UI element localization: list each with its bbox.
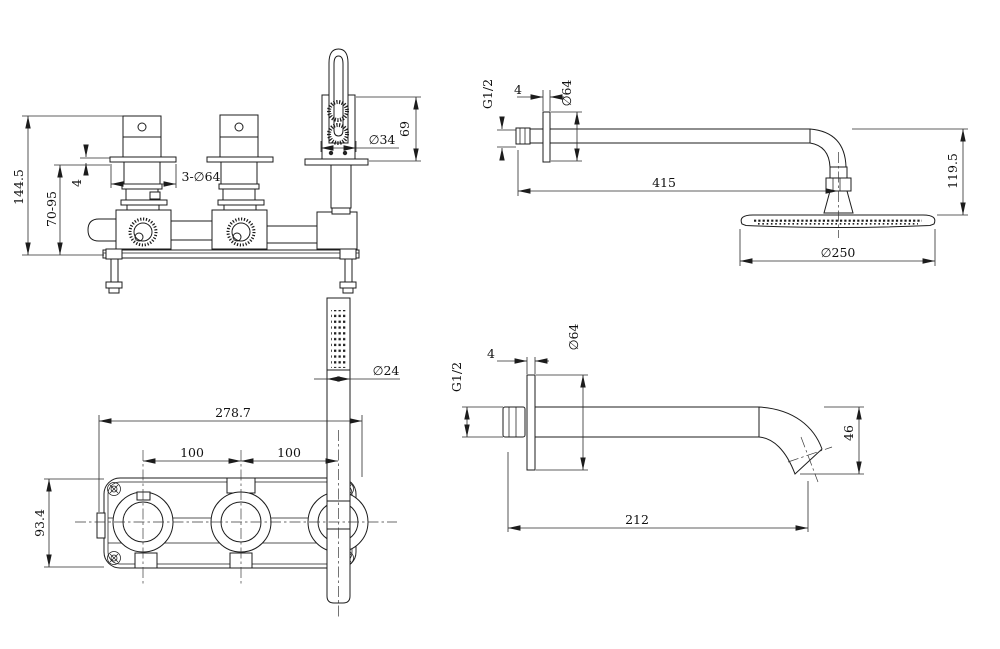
- valve-handle-2: [206, 114, 274, 211]
- dim-holder-width: ∅34: [369, 132, 396, 147]
- shower-hose: [330, 164, 352, 209]
- mixer-front-view: 144.5 70-95 4 3-∅64 ∅34 69: [11, 48, 421, 294]
- dim-spout-length: 212: [625, 512, 649, 527]
- dim-valve-spacing-left: 100: [180, 445, 204, 460]
- arm-pipe: [529, 128, 811, 144]
- dim-head-diameter: ∅250: [821, 245, 856, 260]
- screw: [107, 551, 121, 565]
- hose-nut: [331, 207, 351, 215]
- spout-wall-flange: [526, 374, 536, 471]
- wall-spout-view: 4 G1/2 ∅64 212 46: [449, 324, 864, 532]
- handle-2-dot: [234, 122, 244, 132]
- dim-holder-height: 69: [397, 121, 412, 137]
- shower-arm-view: G1/2 4 ∅64 415 119.5 ∅250: [480, 79, 968, 266]
- hose-elbow-block: [316, 211, 358, 250]
- dim-escutcheons: 3-∅64: [182, 169, 221, 184]
- dim-valve-spacing-right: 100: [277, 445, 301, 460]
- spout-curve: [758, 406, 823, 475]
- dim-arm-flange-thickness: 4: [514, 82, 522, 97]
- mounting-leg-left: [105, 248, 123, 294]
- dim-spout-drop: 46: [841, 425, 856, 441]
- dim-body-depth: 93.4: [32, 509, 47, 537]
- screw: [107, 482, 121, 496]
- dim-spout-thread: G1/2: [449, 362, 464, 392]
- holder-roller-bottom: [327, 123, 349, 145]
- valve-cartridge-1: [128, 217, 158, 247]
- escutcheon-1: [109, 156, 177, 163]
- mixer-plan-dimensions: 278.7 100 100 93.4 ∅24: [32, 363, 400, 617]
- escutcheon-3: [304, 158, 369, 166]
- mixer-body: [87, 209, 358, 250]
- valve-handle-1: [109, 115, 177, 211]
- dim-arm-thread: G1/2: [480, 79, 495, 109]
- dim-head-drop: 119.5: [945, 153, 960, 189]
- hand-shower-holder: [304, 48, 369, 215]
- mounting-leg-right: [339, 248, 357, 294]
- shower-arm-dimensions: G1/2 4 ∅64 415 119.5 ∅250: [480, 79, 968, 266]
- dim-spout-flange-diameter: ∅64: [566, 324, 581, 351]
- mounting-plate: [102, 248, 360, 294]
- plan-left-port: [96, 512, 106, 539]
- dim-overall-width: 278.7: [215, 405, 251, 420]
- wand-spray-face: [331, 310, 347, 368]
- holder-roller-top: [327, 100, 349, 122]
- dim-flange-thickness: 4: [69, 179, 84, 187]
- dim-wall-depth-range: 70-95: [44, 191, 59, 227]
- dim-spout-flange-thickness: 4: [487, 346, 495, 361]
- body-left-cap: [87, 218, 117, 242]
- holder-screw-right: [342, 150, 348, 156]
- handle-1-dot: [137, 122, 147, 132]
- dim-arm-length: 415: [652, 175, 676, 190]
- spout-thread-nut: [502, 406, 526, 438]
- holder-screw-left: [328, 150, 334, 156]
- valve-cartridge-2: [226, 217, 256, 247]
- arm-thread-nut: [515, 127, 531, 145]
- dim-overall-height: 144.5: [11, 169, 26, 205]
- dim-arm-flange-diameter: ∅64: [559, 80, 574, 107]
- wall-spout-dimensions: 4 G1/2 ∅64 212 46: [449, 324, 864, 532]
- mixer-front-dimensions: 144.5 70-95 4 3-∅64 ∅34 69: [11, 96, 421, 256]
- escutcheon-2: [206, 156, 274, 163]
- arm-wall-flange: [542, 111, 551, 163]
- spout-pipe: [534, 406, 760, 438]
- dim-wand-diameter: ∅24: [373, 363, 400, 378]
